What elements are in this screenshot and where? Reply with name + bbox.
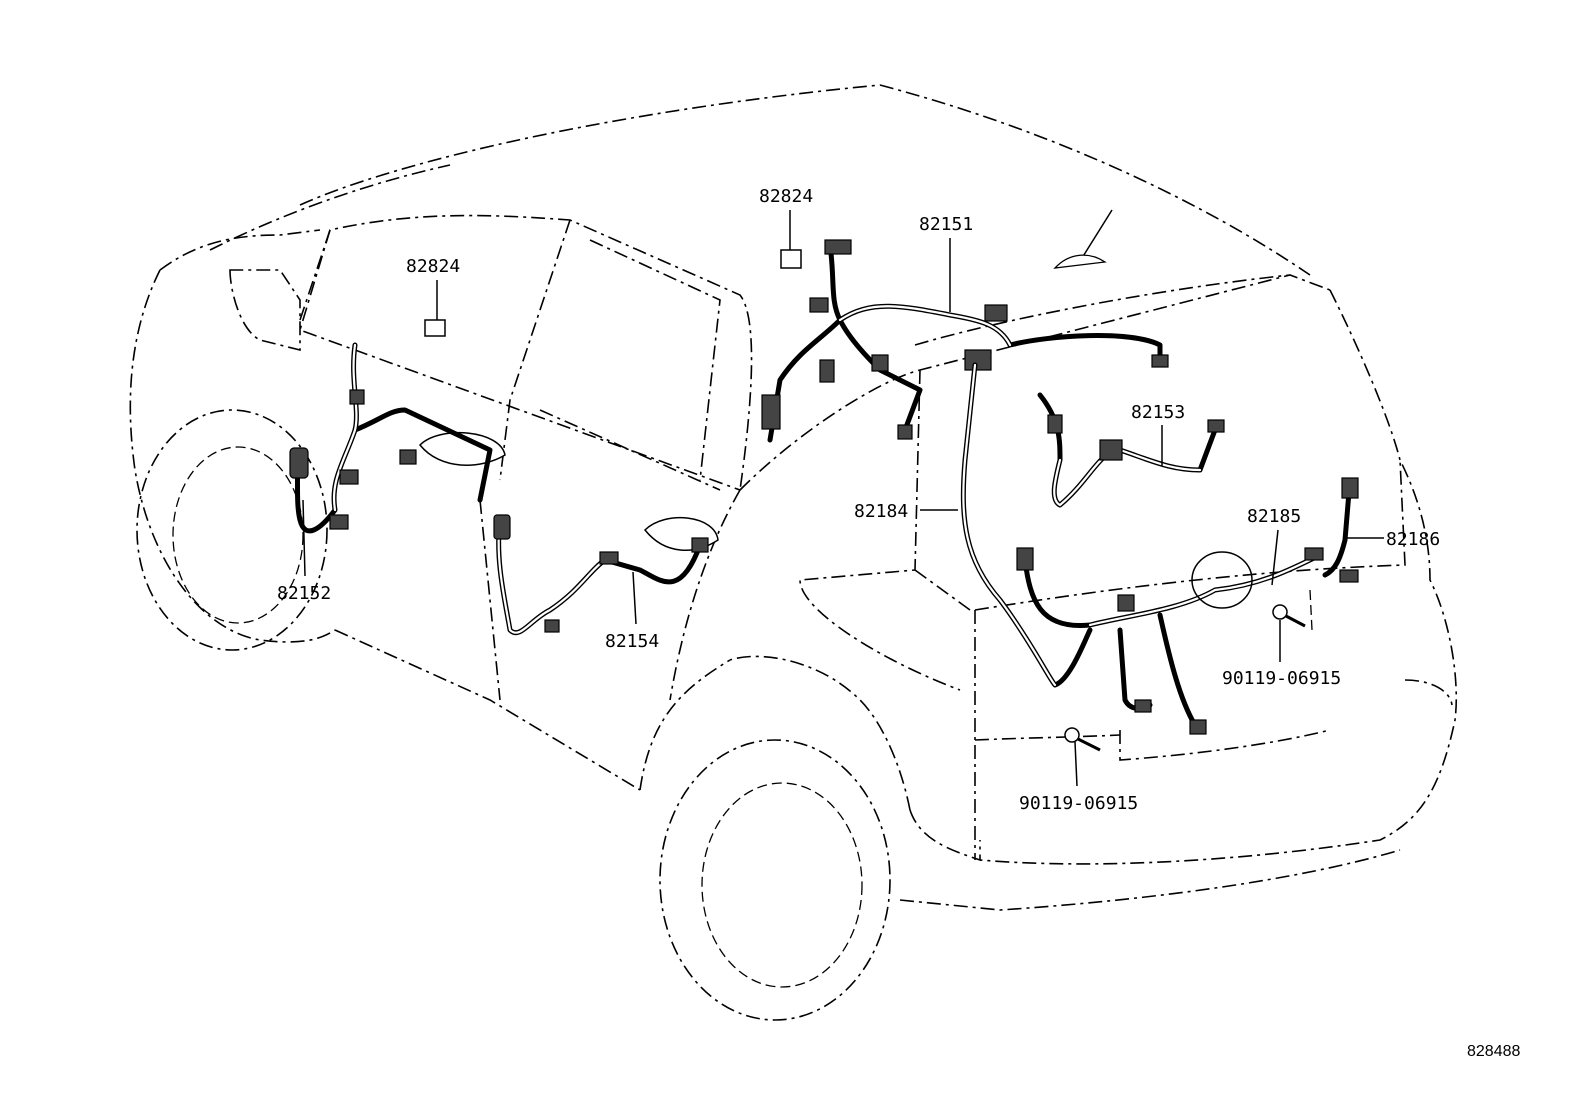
part-82824-clip	[780, 249, 802, 269]
label-bolt-lower: 90119-06915	[1019, 793, 1138, 814]
wire-harness-82186	[1322, 477, 1359, 583]
label-82824-front: 82824	[406, 256, 460, 277]
label-82154: 82154	[605, 631, 659, 652]
label-82185: 82185	[1247, 506, 1301, 527]
wire-harness-82185	[1016, 547, 1324, 735]
leader-lines	[302, 210, 1384, 787]
wire-harness-82152	[289, 342, 493, 534]
front-wheel	[136, 409, 328, 651]
part-82824-clip	[424, 319, 446, 337]
bolt-icon	[1064, 727, 1101, 752]
label-82152: 82152	[277, 583, 331, 604]
label-82184: 82184	[854, 501, 908, 522]
label-82153: 82153	[1131, 402, 1185, 423]
wire-harness-82184	[960, 362, 1093, 688]
rear-wheel	[659, 739, 891, 1021]
wire-harness-82153	[1037, 392, 1225, 508]
door-handles	[418, 432, 719, 551]
wire-harness-82154	[493, 514, 709, 635]
label-82186: 82186	[1386, 529, 1440, 550]
bolt-icon	[1272, 589, 1313, 631]
label-82824-roof: 82824	[759, 186, 813, 207]
diagram-reference-number: 828488	[1467, 1043, 1520, 1060]
wire-harness-82151	[761, 239, 1169, 443]
label-82151: 82151	[919, 214, 973, 235]
label-bolt-upper: 90119-06915	[1222, 668, 1341, 689]
antenna-icon	[1053, 209, 1113, 269]
car-body-outline	[129, 84, 1458, 911]
